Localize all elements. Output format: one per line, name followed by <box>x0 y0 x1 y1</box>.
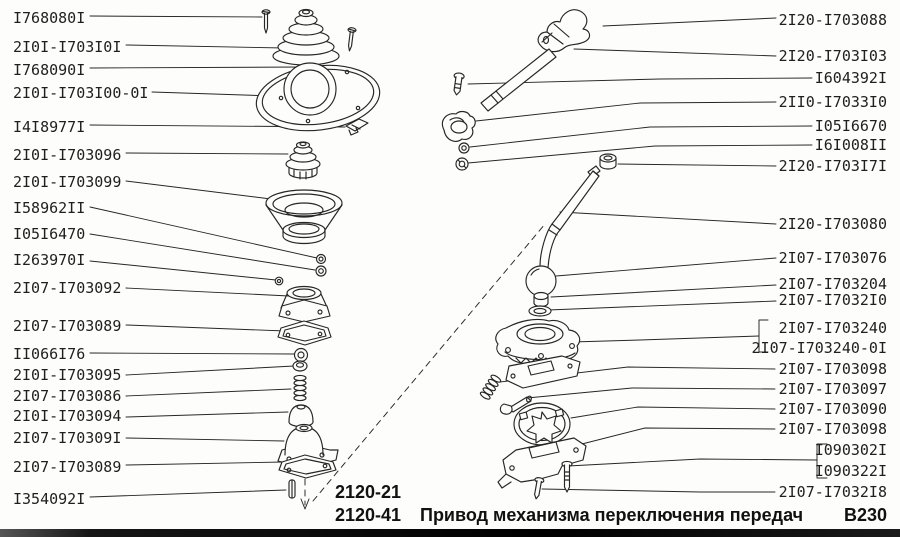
bracket-plate <box>497 437 587 489</box>
label-brackets <box>758 319 828 479</box>
flanged-bushing <box>278 285 331 323</box>
model-code-2: 2120-41 <box>335 505 402 525</box>
part-number-label: 2I07-I703076 <box>778 249 887 267</box>
part-number-label: 2I07-I703097 <box>778 380 887 398</box>
part-number-label: I090302I <box>814 441 887 459</box>
part-number-label: I354092I <box>13 490 86 508</box>
screw-long <box>561 460 573 493</box>
part-number-label: 2I20-I703I03 <box>778 47 887 65</box>
part-number-label: II066I76 <box>13 345 86 363</box>
lock-ring <box>293 347 309 363</box>
part-number-label: I604392I <box>814 69 887 87</box>
part-number-label: 2I0I-I703095 <box>13 366 122 384</box>
pivot-pin <box>499 395 532 415</box>
guide-arrowhead <box>300 498 310 510</box>
part-number-label: 2I0I-I703I0I <box>13 38 122 56</box>
boot-small <box>285 141 321 180</box>
thrust-washer <box>528 305 552 317</box>
part-number-label: 2I0I-I703094 <box>13 407 122 425</box>
dome-bushing <box>288 404 314 428</box>
part-number-label: I58962II <box>13 199 86 217</box>
part-number-label: 2I07-I703089 <box>13 458 122 476</box>
part-number-label: 2I0I-I703099 <box>13 173 122 191</box>
part-number-label: I263970I <box>13 251 86 269</box>
figure-code: В230 <box>844 505 888 525</box>
part-number-label: 2I07-I703090 <box>778 400 887 418</box>
part-number-label: 2II0-I7033I0 <box>778 93 887 111</box>
part-number-label: 2I07-I7032I8 <box>778 483 887 501</box>
part-number-label: 2I07-I703086 <box>13 387 122 405</box>
funnel-boot <box>265 189 343 245</box>
retaining-clip <box>345 118 369 136</box>
roll-pin <box>288 479 296 499</box>
boot-cover-plate <box>255 62 381 132</box>
part-number-label: 2I07-I703098 <box>778 420 887 438</box>
spring-left <box>293 374 307 402</box>
shift-rod <box>480 48 557 112</box>
figure-caption: Привод механизма переключения передач <box>420 505 804 525</box>
guide-plate <box>513 402 571 446</box>
ball-seat <box>533 291 549 308</box>
spring-right <box>479 374 502 400</box>
lever-housing <box>495 318 581 365</box>
part-number-label: I090322I <box>814 462 887 480</box>
nut-small <box>458 142 470 154</box>
small-nuts <box>274 253 327 286</box>
gasket-lower <box>278 454 337 479</box>
screw-short <box>534 477 545 500</box>
part-number-label: 2I07-I703240 <box>778 319 887 337</box>
rod-clamp <box>441 110 476 142</box>
lever-ball <box>525 265 557 297</box>
nut-large <box>455 157 469 171</box>
screw-upper-left <box>261 9 271 34</box>
shift-handle <box>537 9 591 53</box>
footer-bar <box>0 529 900 537</box>
gear-lever <box>539 170 600 269</box>
part-number-label: I4I8977I <box>13 118 86 136</box>
part-number-label: I05I6670 <box>814 117 887 135</box>
part-number-label: I05I6470 <box>13 225 86 243</box>
housing-gasket-plate <box>505 355 581 389</box>
rod-bushing <box>587 153 617 178</box>
part-number-label: 2I07-I703089 <box>13 317 122 335</box>
part-number-label: 2I07-I703092 <box>13 279 122 297</box>
part-number-label: 2I20-I703I7I <box>778 157 887 175</box>
part-number-label: 2I0I-I703096 <box>13 146 122 164</box>
part-number-label: 2I0I-I703I00-0I <box>13 84 149 102</box>
bolt <box>453 72 465 96</box>
part-number-label: I768080I <box>13 9 86 27</box>
gear-lever-boot-upper <box>272 8 340 66</box>
washer <box>292 360 308 372</box>
part-number-label: 2I07-I703098 <box>778 360 887 378</box>
gasket-upper <box>277 320 332 346</box>
part-number-label: 2I20-I703080 <box>778 215 887 233</box>
part-number-label: I6I008II <box>814 136 887 154</box>
part-number-label: I768090I <box>13 61 86 79</box>
part-number-label: 2I07-I7032I0 <box>778 291 887 309</box>
part-number-label: 2I20-I703088 <box>778 11 887 29</box>
part-number-label: 2I07-I703204 <box>778 275 887 293</box>
leader-lines-left <box>89 15 346 498</box>
screw-2 <box>347 27 357 52</box>
part-number-label: 2I07-I703240-0I <box>751 339 887 357</box>
model-code-1: 2120-21 <box>335 482 402 502</box>
part-number-label: 2I07-I70309I <box>13 429 122 447</box>
